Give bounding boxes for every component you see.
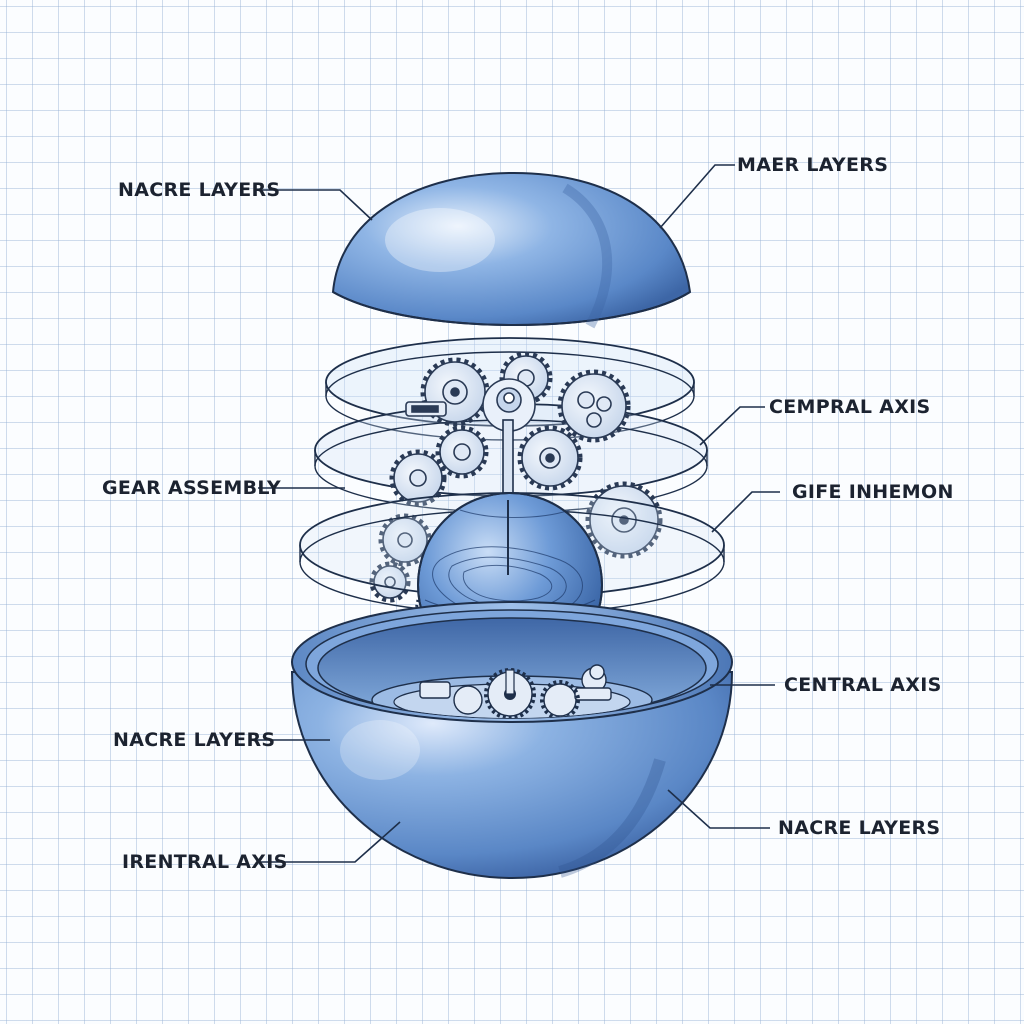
central-hub [482,378,536,432]
label-cempral-axis: CEMPRAL AXIS [769,396,931,418]
leader-cempral-axis [699,406,765,446]
top-shell-dome [331,171,692,329]
gear-assembly [369,351,663,603]
leader-nacre-bottom-right [667,789,770,829]
gear-3 [521,429,579,487]
label-nacre-layers-bottom-right: NACRE LAYERS [778,817,941,839]
label-central-axis: CENTRAL AXIS [784,674,942,696]
label-nacre-layers-bottom-left: NACRE LAYERS [113,729,276,751]
leader-irentral-axis [258,821,401,863]
leader-nacre-top-left [258,189,373,221]
gear-5 [393,453,443,503]
label-maer-layers: MAER LAYERS [737,154,889,176]
leader-lines [255,164,780,863]
label-gife-inhemon: GIFE INHEMON [792,481,954,503]
label-gear-assembly: GEAR ASSEMBLY [102,477,281,499]
gear-4 [439,429,485,475]
leader-maer-layers [659,164,735,229]
label-nacre-layers-top-left: NACRE LAYERS [118,179,281,201]
inner-mechanism [371,667,653,718]
bottom-shell-bowl [290,601,734,880]
label-irentral-axis: IRENTRAL AXIS [122,851,288,873]
leader-gife-inhemon [711,491,780,533]
